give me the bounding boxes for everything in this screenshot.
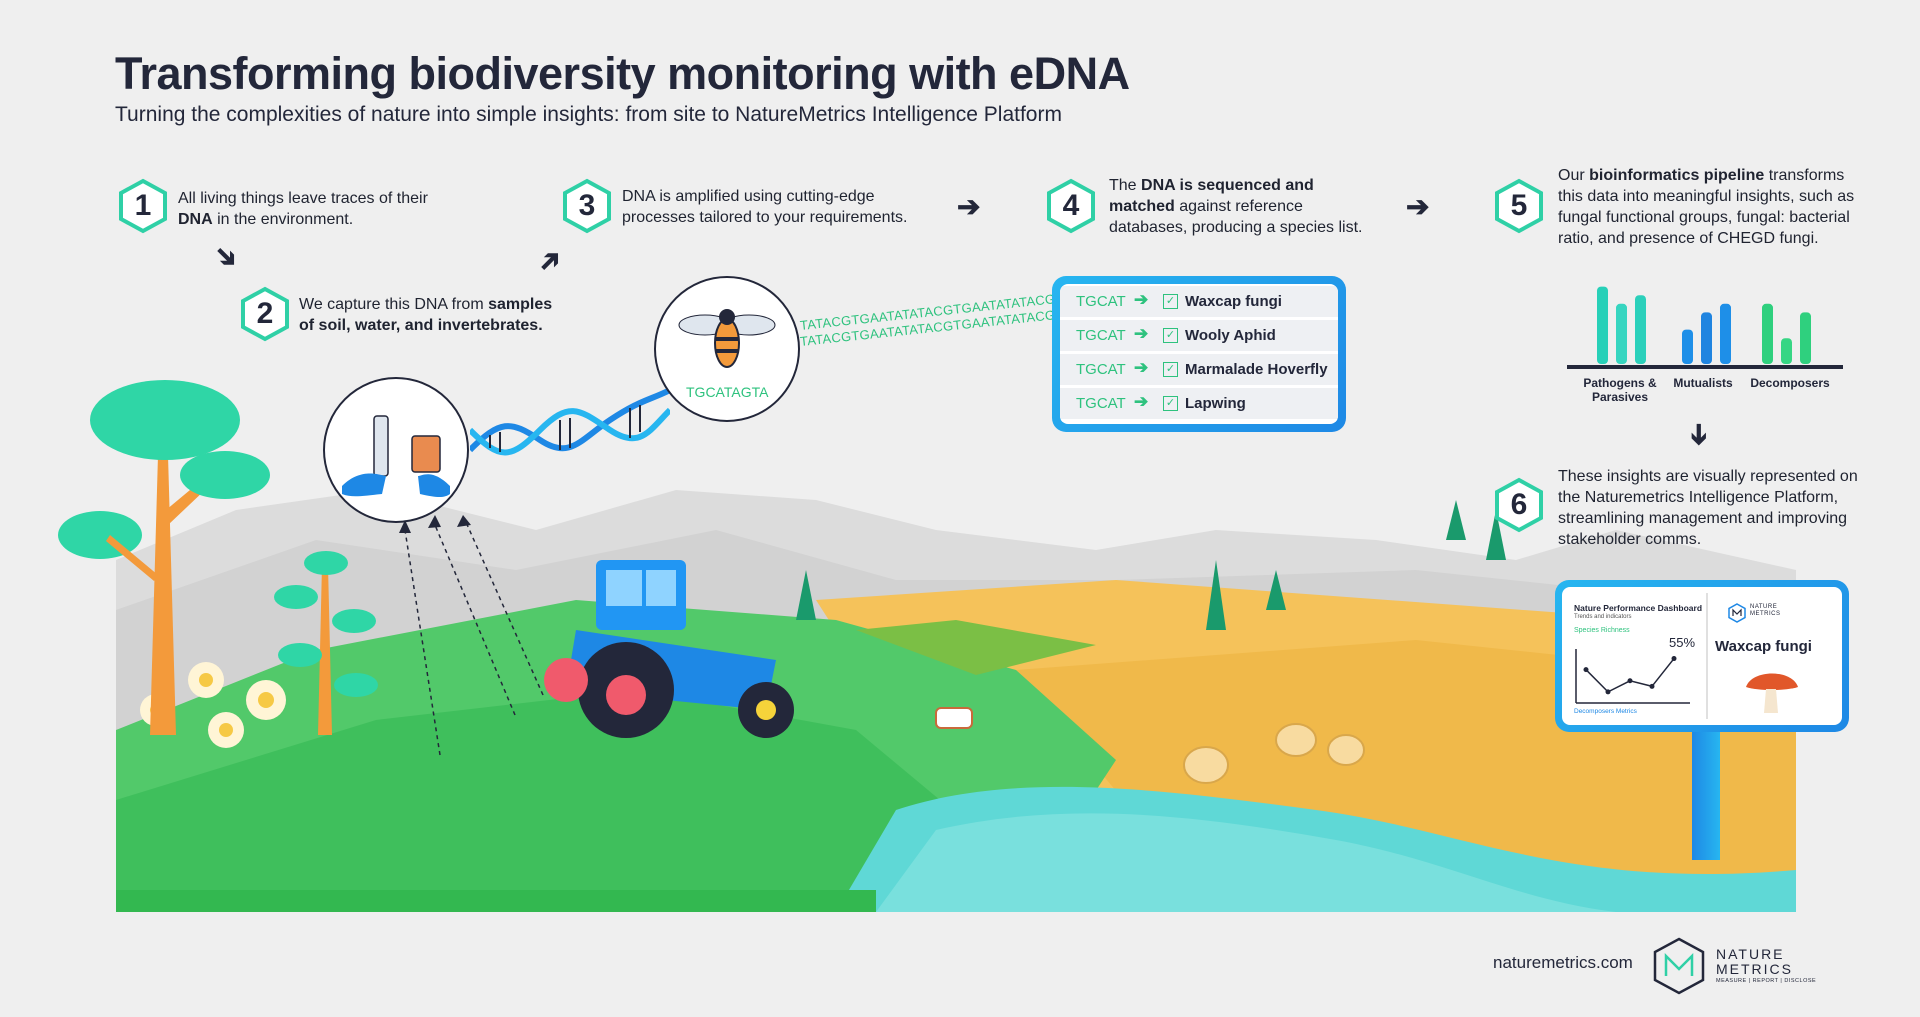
species-name: Wooly Aphid bbox=[1185, 327, 1276, 344]
sampling-arrows bbox=[399, 515, 544, 756]
checkbox-icon: ✓ bbox=[1163, 362, 1178, 377]
metric-label: Species Richness bbox=[1574, 627, 1630, 634]
chart-bar bbox=[1762, 303, 1773, 364]
checkbox-icon: ✓ bbox=[1163, 396, 1178, 411]
step-number: 6 bbox=[1510, 488, 1528, 521]
dashboard-divider bbox=[1706, 593, 1708, 719]
arrow-right-icon: ➔ bbox=[1134, 324, 1149, 343]
step-3-text: DNA is amplified using cutting-edge proc… bbox=[622, 188, 908, 226]
arrow-down-icon: ➔ bbox=[1684, 422, 1716, 447]
arrow-right-icon: ➔ bbox=[1406, 191, 1430, 222]
dna-code: TGCAT bbox=[1076, 293, 1126, 310]
species-name: Marmalade Hoverfly bbox=[1185, 361, 1328, 378]
naturemetrics-logo-icon bbox=[1728, 603, 1746, 623]
chart-category-label: Mutualists bbox=[1673, 376, 1733, 390]
sign-post bbox=[1692, 730, 1720, 860]
bee-sample-icon bbox=[654, 276, 800, 422]
species-row: TGCAT ➔ ✓ Waxcap fungi bbox=[1060, 286, 1338, 320]
arrow-right-icon: ➔ bbox=[1134, 392, 1149, 411]
landscape-illustration bbox=[116, 490, 1796, 912]
brand-name: METRICS bbox=[1716, 961, 1793, 977]
naturemetrics-logo-icon bbox=[1653, 937, 1705, 995]
step-badge-1: 1 bbox=[115, 178, 171, 234]
chart-bar bbox=[1682, 329, 1693, 364]
species-list-panel: TGCAT ➔ ✓ Waxcap fungi TGCAT ➔ ✓ Wooly A… bbox=[1052, 276, 1346, 432]
step-badge-5: 5 bbox=[1491, 178, 1547, 234]
footer-brand: NATURE METRICS MEASURE | REPORT | DISCLO… bbox=[1716, 947, 1816, 985]
step-2-text: We capture this DNA from samples of soil… bbox=[299, 296, 553, 334]
checkbox-icon: ✓ bbox=[1163, 294, 1178, 309]
chart-bar bbox=[1800, 312, 1811, 364]
step-number: 3 bbox=[578, 189, 596, 222]
functional-groups-chart bbox=[1567, 286, 1843, 369]
arrow-right-icon: ➔ bbox=[957, 191, 981, 222]
step-number: 4 bbox=[1062, 189, 1080, 222]
checkbox-icon: ✓ bbox=[1163, 328, 1178, 343]
dna-code: TGCAT bbox=[1076, 327, 1126, 344]
dashboard-brand: NATURE METRICS bbox=[1750, 604, 1781, 618]
step-1-text: All living things leave traces of their … bbox=[178, 190, 428, 228]
metric-value: 55% bbox=[1669, 635, 1696, 650]
step-badge-2: 2 bbox=[237, 286, 293, 342]
brand-name: NATURE bbox=[1750, 604, 1778, 610]
dna-code: TGCAT bbox=[1076, 395, 1126, 412]
chart-line bbox=[1585, 658, 1675, 693]
sample-dna-code: TGCATAGTA bbox=[686, 384, 769, 400]
step-number: 1 bbox=[134, 189, 152, 222]
small-tree-illustration bbox=[274, 551, 378, 735]
chart-point bbox=[1627, 678, 1633, 684]
chart-category-label: Pathogens & Parasives bbox=[1583, 376, 1657, 404]
sample-collection-icon bbox=[323, 377, 469, 523]
page-subtitle: Turning the complexities of nature into … bbox=[115, 103, 1062, 126]
page-title: Transforming biodiversity monitoring wit… bbox=[115, 48, 1130, 99]
arrow-up-icon: ➔ bbox=[530, 241, 569, 280]
dna-code: TGCAT bbox=[1076, 361, 1126, 378]
chart-point bbox=[1649, 683, 1655, 689]
chart-point bbox=[1605, 689, 1611, 695]
dna-helix-icon bbox=[470, 387, 670, 456]
chart-bar bbox=[1701, 312, 1712, 364]
species-row: TGCAT ➔ ✓ Wooly Aphid bbox=[1060, 320, 1338, 354]
website-link[interactable]: naturemetrics.com bbox=[1493, 953, 1633, 972]
chart-bar bbox=[1781, 338, 1792, 364]
step-badge-6: 6 bbox=[1491, 477, 1547, 533]
step-6-text: These insights are visually represented … bbox=[1558, 468, 1858, 548]
step-number: 2 bbox=[256, 297, 274, 330]
brand-tagline: MEASURE | REPORT | DISCLOSE bbox=[1716, 978, 1817, 984]
species-row: TGCAT ➔ ✓ Lapwing bbox=[1060, 388, 1338, 422]
step-number: 5 bbox=[1510, 189, 1528, 222]
species-row: TGCAT ➔ ✓ Marmalade Hoverfly bbox=[1060, 354, 1338, 388]
step-4-text: The DNA is sequenced and matched against… bbox=[1109, 177, 1363, 236]
arrow-down-icon: ➔ bbox=[207, 237, 246, 276]
step-badge-3: 3 bbox=[559, 178, 615, 234]
arrow-right-icon: ➔ bbox=[1134, 358, 1149, 377]
chart-bar bbox=[1616, 303, 1627, 364]
chart-point bbox=[1583, 667, 1589, 673]
mushroom-icon bbox=[1746, 673, 1798, 713]
brand-name: METRICS bbox=[1750, 611, 1781, 617]
dashboard-sign: Nature Performance Dashboard Trends and … bbox=[1555, 580, 1849, 732]
step-badge-4: 4 bbox=[1043, 178, 1099, 234]
chart-point bbox=[1671, 656, 1677, 662]
dashboard-title: Nature Performance Dashboard bbox=[1574, 603, 1703, 613]
featured-species: Waxcap fungi bbox=[1715, 638, 1812, 655]
arrow-right-icon: ➔ bbox=[1134, 290, 1149, 309]
tree-illustration bbox=[58, 380, 270, 735]
species-richness-chart bbox=[1575, 649, 1690, 704]
step-5-text: Our bioinformatics pipeline transforms t… bbox=[1558, 167, 1855, 247]
chart-bar bbox=[1635, 295, 1646, 364]
brand-name: NATURE bbox=[1716, 946, 1785, 962]
species-name: Waxcap fungi bbox=[1185, 293, 1282, 310]
chart-bar bbox=[1720, 303, 1731, 364]
chart-category-label: Decomposers bbox=[1750, 376, 1830, 390]
dashboard-subtitle: Trends and indicators bbox=[1574, 614, 1632, 620]
species-name: Lapwing bbox=[1185, 395, 1246, 412]
dashboard-footer-label: Decomposers Metrics bbox=[1574, 708, 1637, 715]
chart-bar bbox=[1597, 286, 1608, 364]
